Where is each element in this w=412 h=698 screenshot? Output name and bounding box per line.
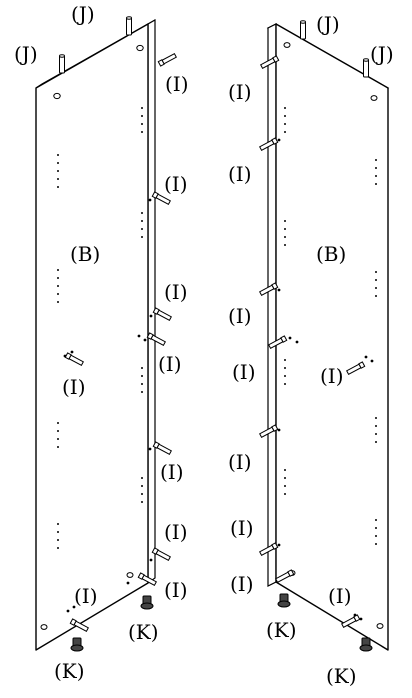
right-panel-shelf-holes-back — [375, 159, 377, 545]
left-panel-shelf-holes-front — [57, 154, 59, 549]
left-foot-k-back — [140, 595, 154, 610]
left-dowel-j-back — [126, 16, 132, 36]
right-dowel-j-back — [363, 58, 369, 78]
right-side-panel — [266, 23, 390, 651]
right-dowel-j-front — [300, 20, 306, 40]
left-dowel-j-front — [59, 54, 65, 74]
left-panel-shelf-holes-back — [141, 107, 143, 503]
right-panel-shelf-holes-front — [284, 107, 286, 495]
right-foot-k-front — [277, 593, 291, 608]
right-foot-k-back — [359, 637, 373, 652]
right-cam-bolts — [259, 55, 366, 629]
left-side-panel — [35, 18, 156, 651]
left-foot-k-front — [70, 637, 84, 652]
left-cam-bolts — [64, 52, 177, 633]
